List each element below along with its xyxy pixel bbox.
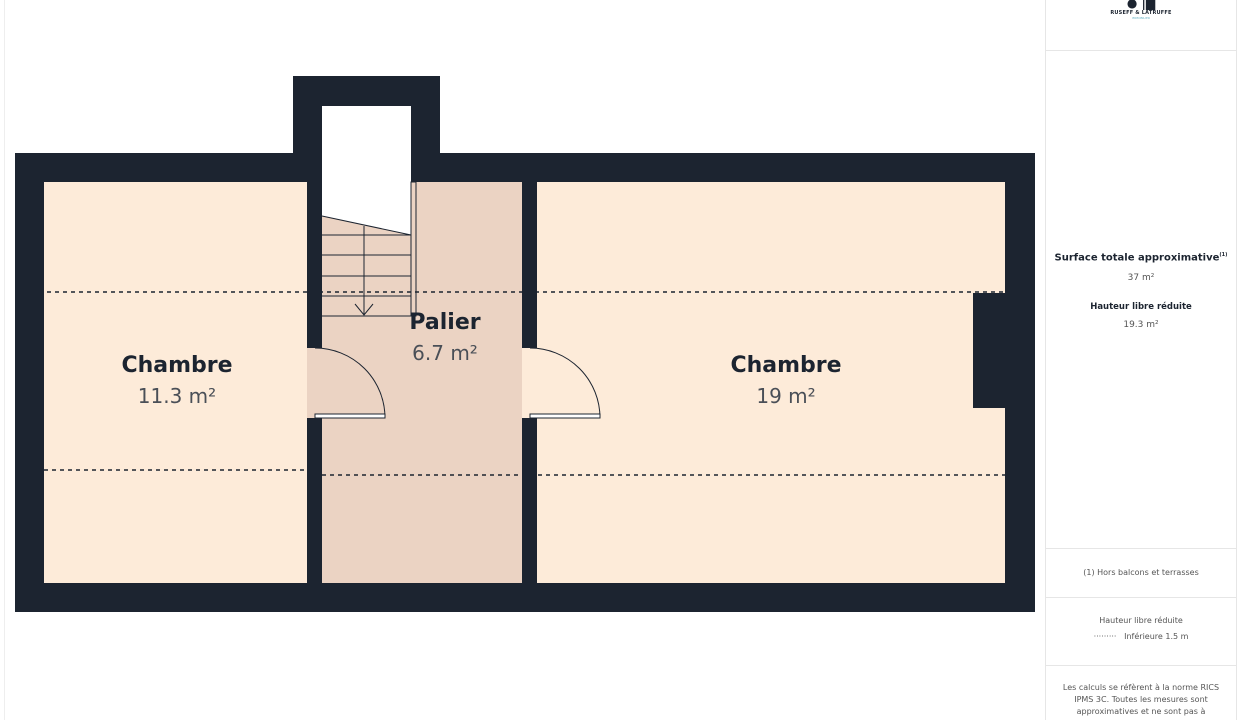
room-name: Palier	[409, 310, 480, 335]
room-area: 11.3 m²	[138, 384, 216, 408]
dotted-line-symbol: ·········	[1093, 632, 1117, 641]
reduced-value: 19.3 m²	[1123, 320, 1159, 330]
legend-title: Hauteur libre réduite	[1099, 616, 1183, 625]
wall-notch	[973, 293, 1005, 408]
legend-item: Inférieure 1.5 m	[1124, 632, 1189, 641]
door-right[interactable]	[529, 347, 601, 419]
reduced-label: Hauteur libre réduite	[1090, 302, 1192, 312]
door-left[interactable]	[314, 347, 386, 419]
legend: Hauteur libre réduite ········· Inférieu…	[1046, 598, 1236, 666]
door-opening-right	[522, 348, 537, 418]
page-edge	[4, 0, 5, 720]
footnote: (1) Hors balcons et terrasses	[1046, 549, 1236, 598]
room-name: Chambre	[730, 353, 841, 378]
door-opening-left	[307, 348, 322, 418]
total-label: Surface totale approximative	[1054, 252, 1220, 264]
room-chambre-left	[44, 182, 307, 583]
logo-mark: ● |▇	[1126, 0, 1156, 10]
surface-summary: Surface totale approximative(1) 37 m² Ha…	[1046, 51, 1236, 549]
room-area: 19 m²	[756, 384, 815, 408]
room-chambre-right	[537, 182, 1005, 583]
room-palier	[322, 182, 522, 583]
stairwell-void	[322, 106, 411, 235]
room-area: 6.7 m²	[412, 341, 478, 365]
reduced-height-lines	[15, 291, 1035, 476]
room-name: Chambre	[121, 353, 232, 378]
total-footnote-marker: (1)	[1219, 252, 1228, 258]
staircase	[321, 181, 417, 317]
total-value: 37 m²	[1127, 273, 1155, 283]
floor-plan: Chambre 11.3 m² Palier 6.7 m² Chambre 19…	[15, 76, 1035, 612]
info-sidebar: ● |▇ RUSEFF & LATRUFFE IMMOBILIER Surfac…	[1045, 0, 1237, 720]
brand-logo: ● |▇ RUSEFF & LATRUFFE IMMOBILIER	[1046, 0, 1236, 51]
disclaimer: Les calculs se réfèrent à la norme RICS …	[1062, 683, 1220, 716]
brand-tagline: IMMOBILIER	[1132, 16, 1150, 20]
brand-name: RUSEFF & LATRUFFE	[1110, 10, 1172, 16]
